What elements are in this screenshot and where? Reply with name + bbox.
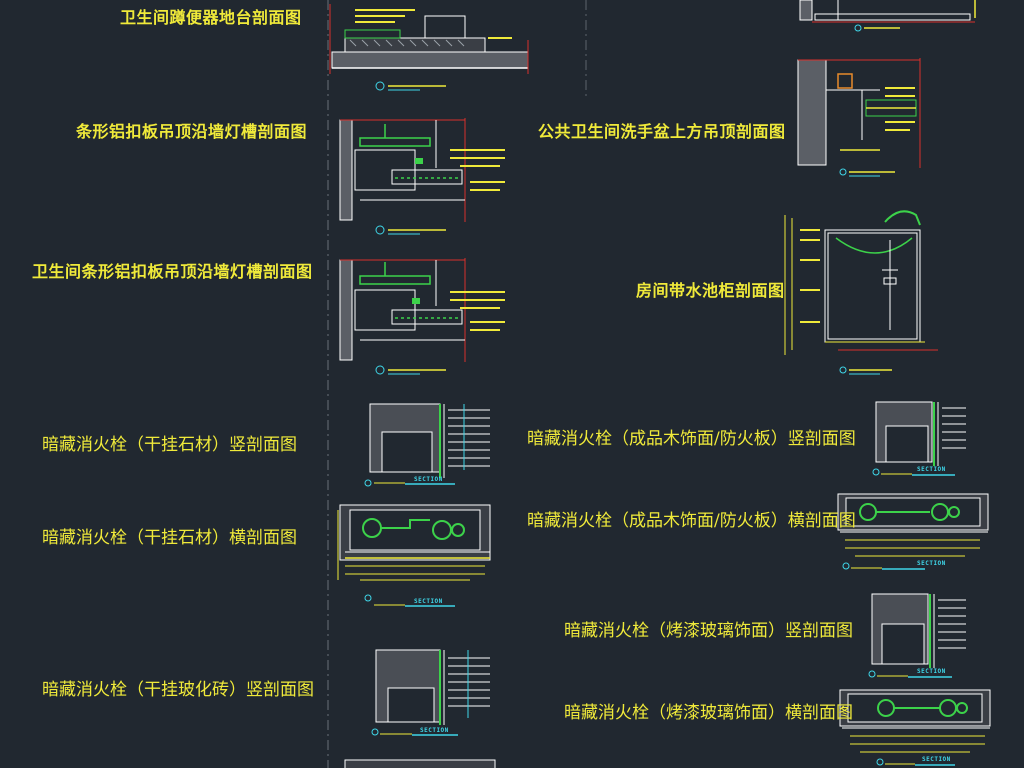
label-fire-stone-vertical: 暗藏消火栓（干挂石材）竖剖面图	[42, 435, 297, 455]
section-tag: SECTION	[917, 560, 946, 567]
detail-fire-glass-horizontal	[839, 689, 991, 766]
detail-room-sink-cabinet	[784, 210, 938, 375]
label-toilet-platform: 卫生间蹲便器地台剖面图	[120, 8, 302, 27]
detail-toilet-strip-ceiling	[339, 258, 505, 375]
label-fire-stone-horizontal: 暗藏消火栓（干挂石材）横剖面图	[42, 528, 297, 548]
detail-fire-stone-horizontal	[337, 504, 491, 607]
label-fire-glass-horizontal: 暗藏消火栓（烤漆玻璃饰面）横剖面图	[564, 703, 853, 723]
detail-top-right-partial	[799, 0, 976, 32]
section-tag: SECTION	[917, 466, 946, 473]
detail-fire-stone-vertical	[364, 403, 490, 487]
label-fire-glass-vertical: 暗藏消火栓（烤漆玻璃饰面）竖剖面图	[564, 621, 853, 641]
label-fire-wood-horizontal: 暗藏消火栓（成品木饰面/防火板）横剖面图	[527, 511, 856, 531]
detail-public-basin-ceiling	[797, 58, 921, 177]
detail-fire-glass-vertical	[868, 593, 966, 678]
detail-strip-ceiling	[339, 118, 505, 235]
section-tag: SECTION	[414, 598, 443, 605]
label-strip-ceiling: 条形铝扣板吊顶沿墙灯槽剖面图	[76, 122, 308, 141]
detail-fire-wood-horizontal	[837, 493, 989, 570]
detail-fire-tile-vertical	[344, 649, 496, 768]
detail-fire-wood-vertical	[872, 401, 966, 476]
label-toilet-strip-ceiling: 卫生间条形铝扣板吊顶沿墙灯槽剖面图	[32, 262, 313, 281]
label-fire-tile-vertical: 暗藏消火栓（干挂玻化砖）竖剖面图	[42, 680, 314, 700]
label-fire-wood-vertical: 暗藏消火栓（成品木饰面/防火板）竖剖面图	[527, 429, 856, 449]
section-tag: SECTION	[414, 476, 443, 483]
section-tag: SECTION	[922, 756, 951, 763]
detail-toilet-platform	[329, 4, 529, 91]
section-tag: SECTION	[420, 727, 449, 734]
section-tag: SECTION	[917, 668, 946, 675]
label-room-sink-cabinet: 房间带水池柜剖面图	[636, 281, 785, 300]
label-public-basin-ceiling: 公共卫生间洗手盆上方吊顶剖面图	[538, 122, 786, 141]
